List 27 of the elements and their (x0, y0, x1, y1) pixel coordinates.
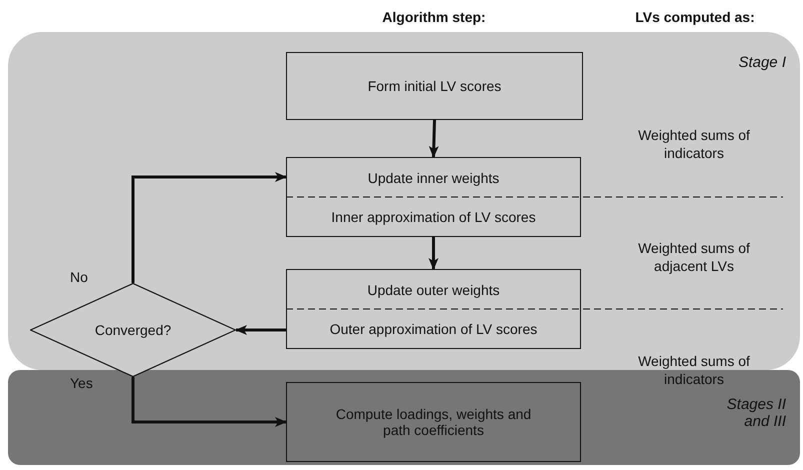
annotation-text: Weighted sums of indicators (637, 126, 751, 162)
edge-label: Yes (70, 374, 93, 392)
edge-label: No (70, 268, 88, 286)
decision-text: Converged? (94, 322, 172, 338)
arrow (132, 172, 287, 283)
column-header: LVs computed as: (634, 8, 756, 26)
step-text: Update outer weights (367, 282, 500, 298)
arrow (132, 377, 287, 427)
decision-diamond (30, 283, 236, 377)
step-text: Outer approximation of LV scores (330, 320, 538, 336)
process-box (286, 269, 581, 349)
process-box (286, 52, 583, 120)
process-box (286, 382, 581, 462)
step-text: Inner approximation of LV scores (331, 208, 536, 224)
stage-label: Stage I (738, 54, 786, 71)
arrow (428, 237, 438, 270)
step-text: Update inner weights (368, 170, 500, 186)
step-text: Compute loadings, weights and path coefficients (334, 406, 532, 438)
stage-label: Stages II and III (726, 396, 786, 430)
column-header: Algorithm step: (381, 8, 487, 26)
process-box (286, 157, 581, 237)
annotation-text: Weighted sums of indicators (637, 352, 751, 388)
annotation-text: Weighted sums of adjacent LVs (637, 239, 751, 276)
step-text: Form initial LV scores (368, 78, 502, 94)
stage-panel (8, 370, 800, 465)
arrow (428, 120, 439, 158)
arrow (235, 325, 286, 335)
